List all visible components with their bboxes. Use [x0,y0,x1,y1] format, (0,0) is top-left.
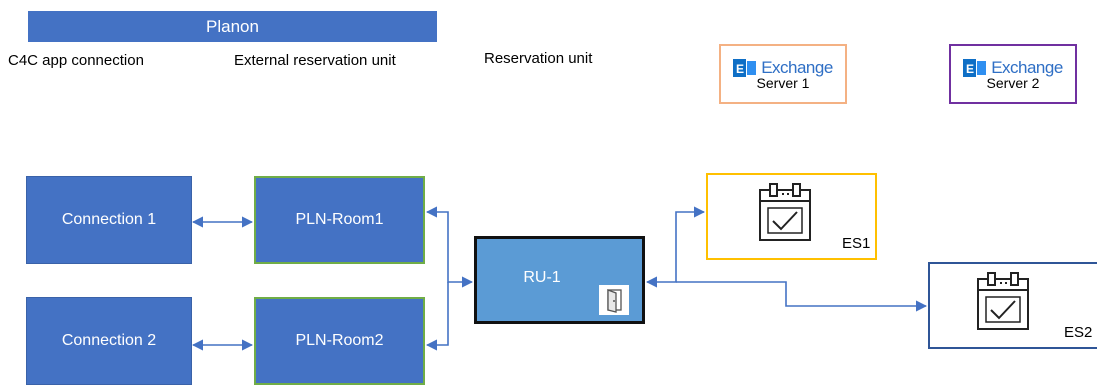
exchange-server-label: Server 1 [756,74,810,91]
exchange-logo-icon: E [733,58,757,77]
connection-2-label: Connection 2 [61,332,157,349]
arrow-room1-ru [425,206,474,288]
calendar-check-icon [977,272,1029,330]
exchange-server-2-legend: E Exchange Server 2 [949,44,1077,104]
exchange-server-label: Server 2 [986,74,1040,91]
es1-calendar-box[interactable]: ES1 [706,173,877,260]
connection-2-box[interactable]: Connection 2 [26,297,192,385]
exchange-server-1-legend: E Exchange Server 1 [719,44,847,104]
arrow-ru-es2 [676,281,928,312]
column-label-reservation: Reservation unit [484,50,593,67]
door-icon [599,285,629,315]
exchange-brand-text: Exchange [761,57,833,77]
es2-calendar-box[interactable]: ES2 [928,262,1097,349]
connection-1-label: Connection 1 [61,211,157,228]
svg-text:E: E [966,62,974,76]
arrow-ru-es1 [645,206,706,288]
exchange-brand-text: Exchange [991,57,1063,77]
planon-title: Planon [206,16,259,36]
es2-label: ES2 [1064,324,1093,341]
svg-text:E: E [736,62,744,76]
column-label-external: External reservation unit [234,52,396,69]
connection-1-box[interactable]: Connection 1 [26,176,192,264]
es1-label: ES1 [842,235,871,252]
planon-banner: Planon [28,11,437,42]
reservation-unit-label: RU-1 [523,269,561,286]
reservation-unit-box[interactable]: RU-1 [474,236,645,324]
pln-room-2-box[interactable]: PLN-Room2 [254,297,425,385]
pln-room-1-box[interactable]: PLN-Room1 [254,176,425,264]
arrow-room2-ru [425,282,449,351]
column-label-c4c: C4C app connection [8,52,144,69]
exchange-logo-icon: E [963,58,987,77]
pln-room-2-label: PLN-Room2 [295,332,384,349]
calendar-check-icon [759,183,811,241]
pln-room-1-label: PLN-Room1 [295,211,384,228]
